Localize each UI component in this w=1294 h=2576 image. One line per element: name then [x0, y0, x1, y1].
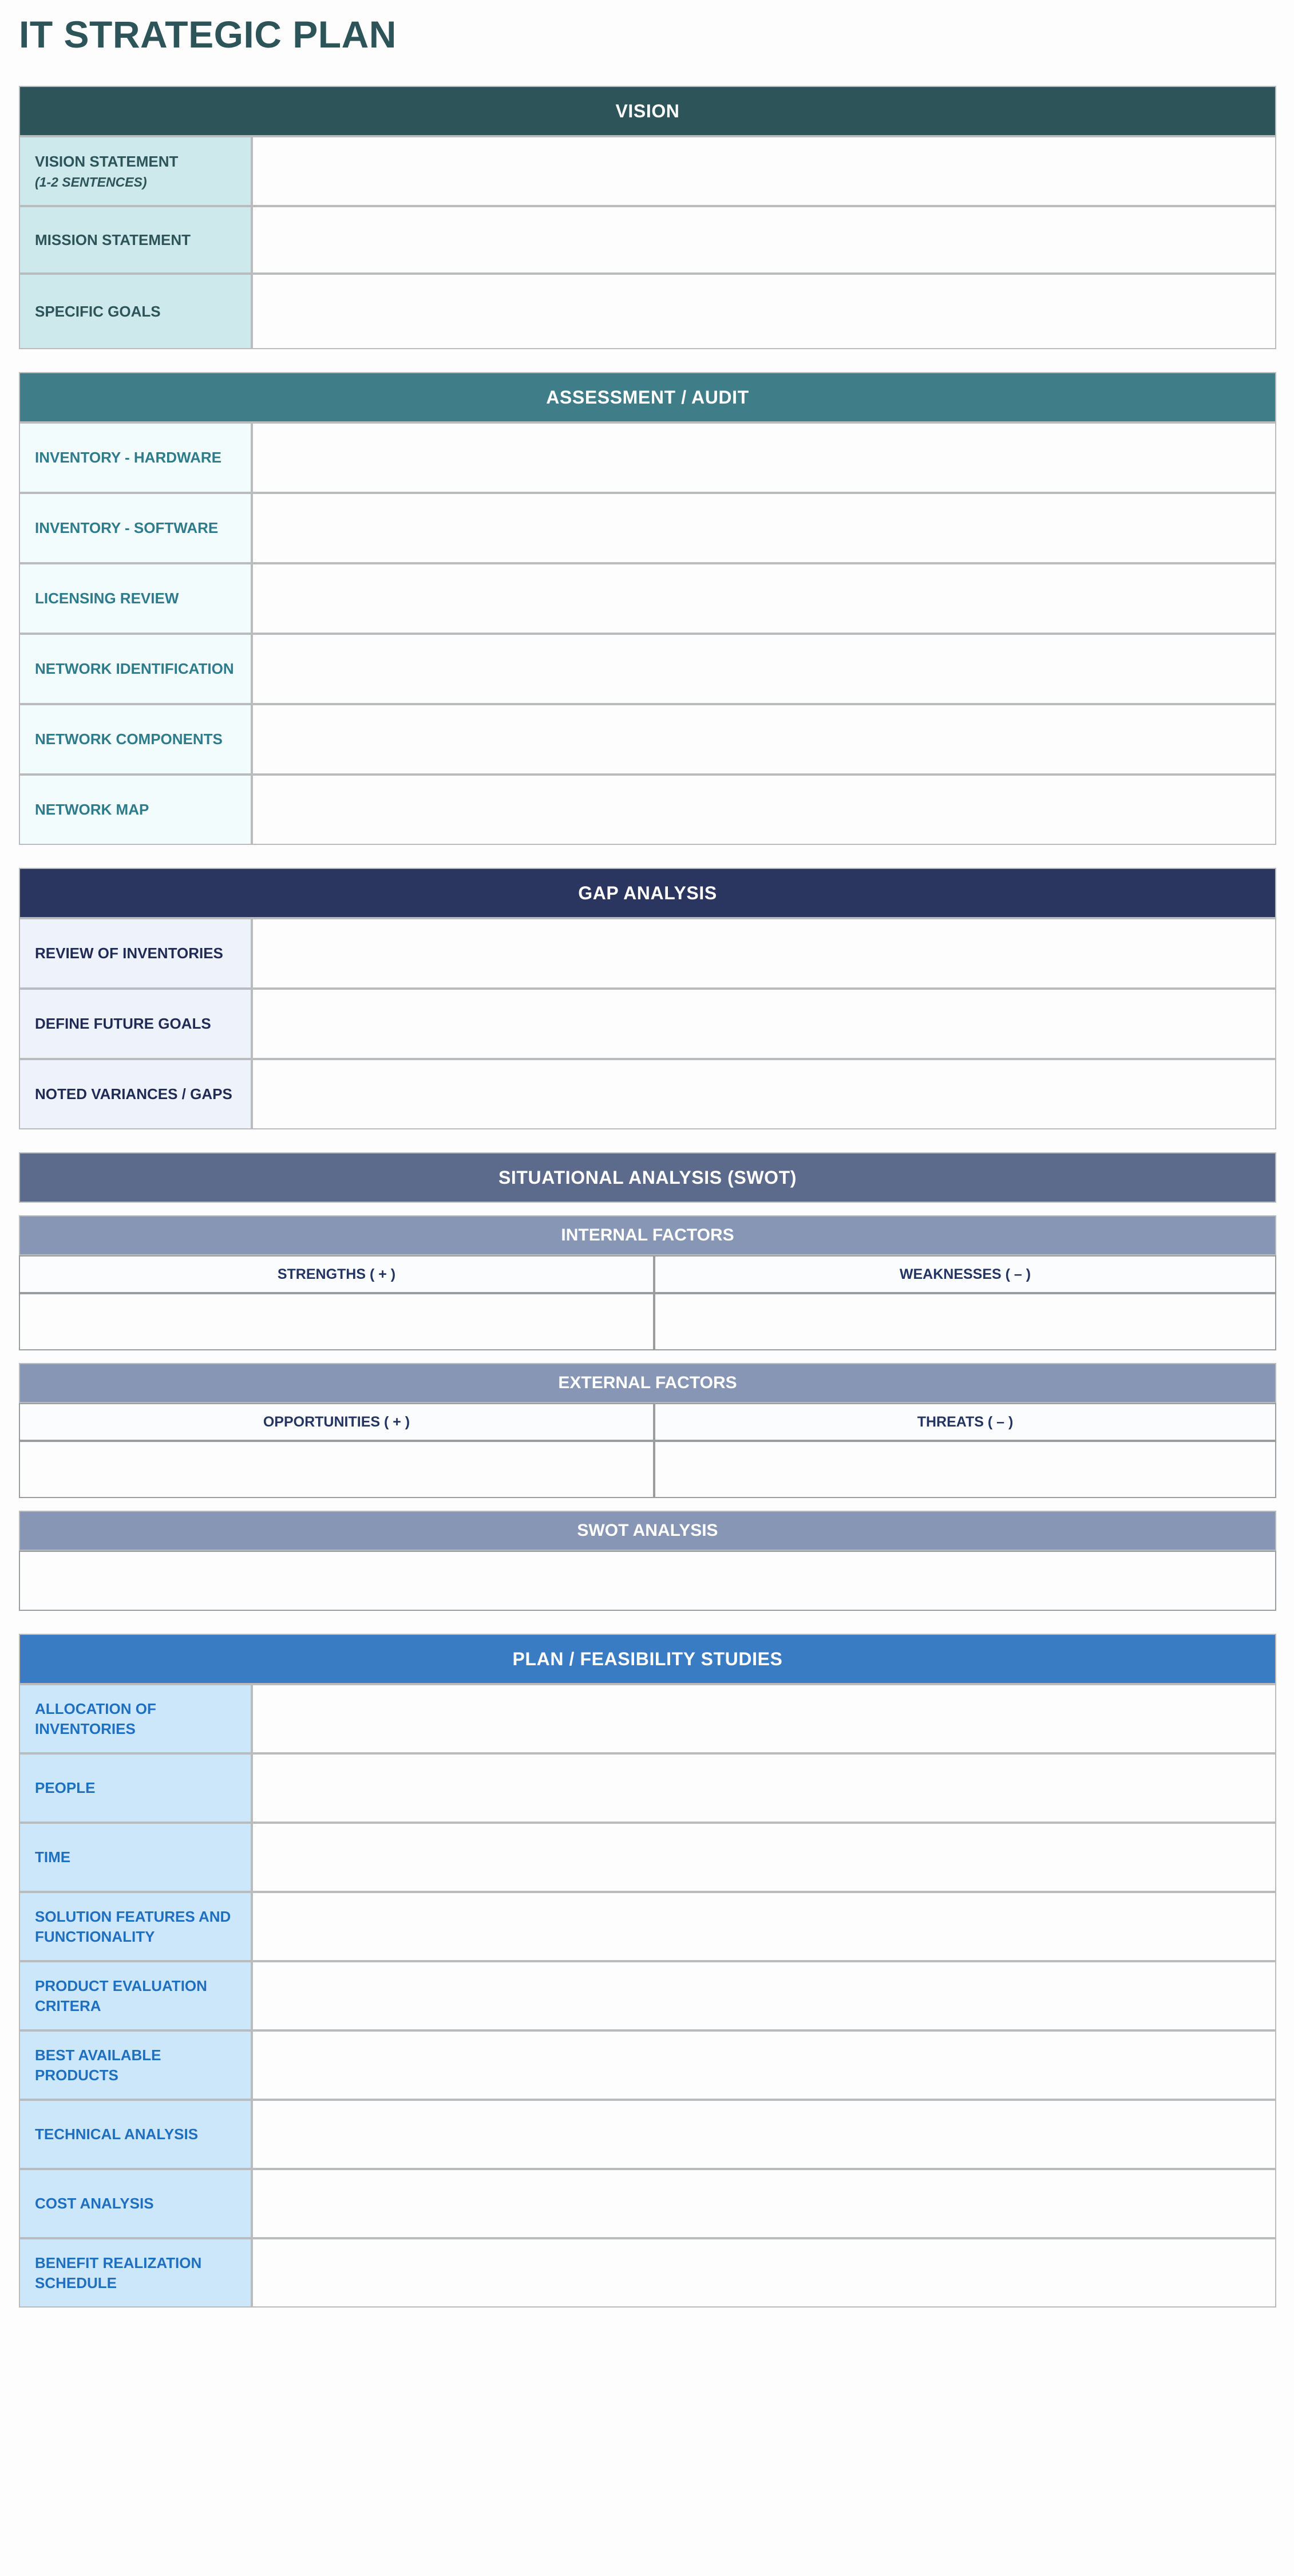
- section-header-plan-feasibility: PLAN / FEASIBILITY STUDIES: [19, 1634, 1276, 1684]
- row-value-product-evaluation-critera[interactable]: [252, 1961, 1276, 2030]
- subsection-header-external-factors: EXTERNAL FACTORS: [19, 1363, 1276, 1403]
- section-header-situational-analysis: SITUATIONAL ANALYSIS (SWOT): [19, 1152, 1276, 1203]
- table-row: REVIEW OF INVENTORIES: [19, 918, 1276, 989]
- sections-container: VISION VISION STATEMENT (1-2 SENTENCES) …: [19, 86, 1276, 2330]
- section-header-assessment-audit: ASSESSMENT / AUDIT: [19, 372, 1276, 422]
- table-row: [19, 1441, 1276, 1498]
- row-label-benefit-realization-schedule: BENEFIT REALIZATION SCHEDULE: [19, 2238, 252, 2308]
- section-assessment-audit: ASSESSMENT / AUDIT INVENTORY - HARDWARE …: [19, 372, 1276, 845]
- row-value-mission-statement[interactable]: [252, 206, 1276, 274]
- table-row: NETWORK MAP: [19, 775, 1276, 845]
- table-row: NOTED VARIANCES / GAPS: [19, 1059, 1276, 1129]
- row-label-vision-statement: VISION STATEMENT (1-2 SENTENCES): [19, 136, 252, 206]
- cell-swot-analysis[interactable]: [19, 1551, 1276, 1611]
- row-value-solution-features-and-functionality[interactable]: [252, 1892, 1276, 1961]
- page-title: IT STRATEGIC PLAN: [19, 13, 397, 56]
- row-value-network-map[interactable]: [252, 775, 1276, 845]
- internal-factors-table: STRENGTHS ( + ) WEAKNESSES ( – ): [19, 1255, 1276, 1350]
- section-header-gap-analysis: GAP ANALYSIS: [19, 868, 1276, 918]
- row-label-licensing-review: LICENSING REVIEW: [19, 563, 252, 634]
- table-row: INVENTORY - HARDWARE: [19, 422, 1276, 493]
- table-row: INVENTORY - SOFTWARE: [19, 493, 1276, 563]
- section-gap-analysis: GAP ANALYSIS REVIEW OF INVENTORIES DEFIN…: [19, 868, 1276, 1129]
- row-label-time: TIME: [19, 1823, 252, 1892]
- table-row: NETWORK COMPONENTS: [19, 704, 1276, 775]
- row-label-review-of-inventories: REVIEW OF INVENTORIES: [19, 918, 252, 989]
- row-value-network-identification[interactable]: [252, 634, 1276, 704]
- cell-weaknesses[interactable]: [654, 1293, 1276, 1350]
- row-value-people[interactable]: [252, 1753, 1276, 1823]
- table-row: BENEFIT REALIZATION SCHEDULE: [19, 2238, 1276, 2308]
- table-row: [19, 1293, 1276, 1350]
- row-value-specific-goals[interactable]: [252, 274, 1276, 349]
- section-vision: VISION VISION STATEMENT (1-2 SENTENCES) …: [19, 86, 1276, 349]
- table-row: TIME: [19, 1823, 1276, 1892]
- row-value-inventory-hardware[interactable]: [252, 422, 1276, 493]
- table-row: NETWORK IDENTIFICATION: [19, 634, 1276, 704]
- row-value-cost-analysis[interactable]: [252, 2169, 1276, 2238]
- section-situational-analysis-swot: SITUATIONAL ANALYSIS (SWOT) INTERNAL FAC…: [19, 1152, 1276, 1611]
- row-label-network-identification: NETWORK IDENTIFICATION: [19, 634, 252, 704]
- row-value-technical-analysis[interactable]: [252, 2100, 1276, 2169]
- table-row: DEFINE FUTURE GOALS: [19, 989, 1276, 1059]
- table-row: STRENGTHS ( + ) WEAKNESSES ( – ): [19, 1255, 1276, 1293]
- row-label-inventory-hardware: INVENTORY - HARDWARE: [19, 422, 252, 493]
- column-header-weaknesses: WEAKNESSES ( – ): [654, 1255, 1276, 1293]
- row-value-licensing-review[interactable]: [252, 563, 1276, 634]
- row-label-allocation-of-inventories: ALLOCATION OF INVENTORIES: [19, 1684, 252, 1753]
- row-label-mission-statement: MISSION STATEMENT: [19, 206, 252, 274]
- column-header-opportunities: OPPORTUNITIES ( + ): [19, 1403, 654, 1441]
- row-value-best-available-products[interactable]: [252, 2030, 1276, 2100]
- table-row: SOLUTION FEATURES AND FUNCTIONALITY: [19, 1892, 1276, 1961]
- table-row: PEOPLE: [19, 1753, 1276, 1823]
- table-row: COST ANALYSIS: [19, 2169, 1276, 2238]
- table-row: VISION STATEMENT (1-2 SENTENCES): [19, 136, 1276, 206]
- row-value-inventory-software[interactable]: [252, 493, 1276, 563]
- row-value-noted-variances-gaps[interactable]: [252, 1059, 1276, 1129]
- table-row: PRODUCT EVALUATION CRITERA: [19, 1961, 1276, 2030]
- cell-opportunities[interactable]: [19, 1441, 654, 1498]
- subsection-header-swot-analysis: SWOT ANALYSIS: [19, 1511, 1276, 1551]
- row-value-time[interactable]: [252, 1823, 1276, 1892]
- row-value-network-components[interactable]: [252, 704, 1276, 775]
- row-label-product-evaluation-critera: PRODUCT EVALUATION CRITERA: [19, 1961, 252, 2030]
- row-value-allocation-of-inventories[interactable]: [252, 1684, 1276, 1753]
- row-label-define-future-goals: DEFINE FUTURE GOALS: [19, 989, 252, 1059]
- label-text: VISION STATEMENT: [35, 152, 179, 170]
- column-header-threats: THREATS ( – ): [654, 1403, 1276, 1441]
- row-label-network-map: NETWORK MAP: [19, 775, 252, 845]
- external-factors-table: OPPORTUNITIES ( + ) THREATS ( – ): [19, 1403, 1276, 1498]
- assessment-table: INVENTORY - HARDWARE INVENTORY - SOFTWAR…: [19, 422, 1276, 845]
- table-row: LICENSING REVIEW: [19, 563, 1276, 634]
- row-value-benefit-realization-schedule[interactable]: [252, 2238, 1276, 2308]
- cell-threats[interactable]: [654, 1441, 1276, 1498]
- section-plan-feasibility-studies: PLAN / FEASIBILITY STUDIES ALLOCATION OF…: [19, 1634, 1276, 2308]
- table-row: BEST AVAILABLE PRODUCTS: [19, 2030, 1276, 2100]
- row-label-solution-features-and-functionality: SOLUTION FEATURES AND FUNCTIONALITY: [19, 1892, 252, 1961]
- row-label-technical-analysis: TECHNICAL ANALYSIS: [19, 2100, 252, 2169]
- table-row: TECHNICAL ANALYSIS: [19, 2100, 1276, 2169]
- subsection-header-internal-factors: INTERNAL FACTORS: [19, 1215, 1276, 1255]
- row-label-cost-analysis: COST ANALYSIS: [19, 2169, 252, 2238]
- table-row: SPECIFIC GOALS: [19, 274, 1276, 349]
- column-header-strengths: STRENGTHS ( + ): [19, 1255, 654, 1293]
- gap-analysis-table: REVIEW OF INVENTORIES DEFINE FUTURE GOAL…: [19, 918, 1276, 1129]
- cell-strengths[interactable]: [19, 1293, 654, 1350]
- row-label-specific-goals: SPECIFIC GOALS: [19, 274, 252, 349]
- row-label-network-components: NETWORK COMPONENTS: [19, 704, 252, 775]
- row-label-people: PEOPLE: [19, 1753, 252, 1823]
- table-row: MISSION STATEMENT: [19, 206, 1276, 274]
- row-value-define-future-goals[interactable]: [252, 989, 1276, 1059]
- table-row: OPPORTUNITIES ( + ) THREATS ( – ): [19, 1403, 1276, 1441]
- row-value-review-of-inventories[interactable]: [252, 918, 1276, 989]
- plan-feasibility-table: ALLOCATION OF INVENTORIES PEOPLE TIME SO…: [19, 1684, 1276, 2308]
- row-label-noted-variances-gaps: NOTED VARIANCES / GAPS: [19, 1059, 252, 1129]
- row-label-best-available-products: BEST AVAILABLE PRODUCTS: [19, 2030, 252, 2100]
- section-header-vision: VISION: [19, 86, 1276, 136]
- label-subtext: (1-2 SENTENCES): [35, 174, 147, 189]
- table-row: ALLOCATION OF INVENTORIES: [19, 1684, 1276, 1753]
- row-label-inventory-software: INVENTORY - SOFTWARE: [19, 493, 252, 563]
- row-value-vision-statement[interactable]: [252, 136, 1276, 206]
- vision-table: VISION STATEMENT (1-2 SENTENCES) MISSION…: [19, 136, 1276, 349]
